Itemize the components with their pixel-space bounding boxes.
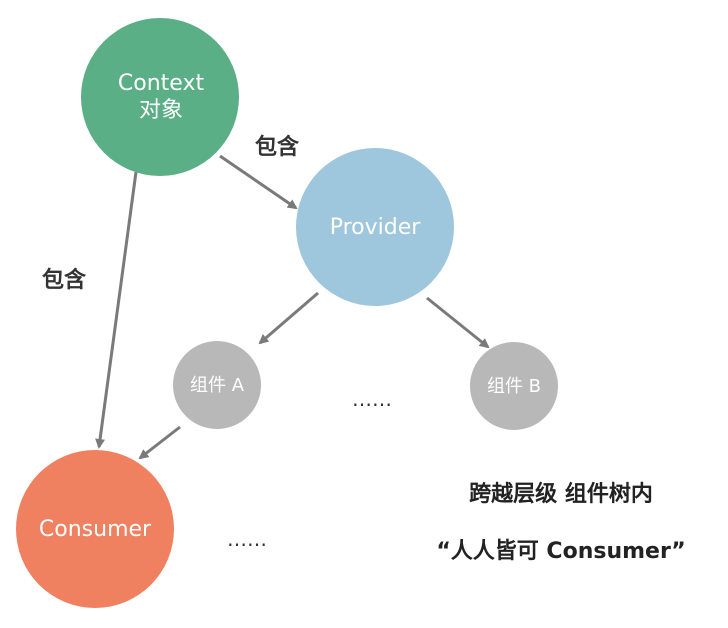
edge-context-to-provider — [219, 154, 298, 210]
edge-label-context-provider: 包含 — [255, 134, 300, 160]
ellipsis-between-components: …… — [352, 387, 392, 411]
edge-provider-to-component-b — [426, 296, 490, 349]
node-component-b-circle — [470, 342, 558, 430]
note-line-1: 跨越层级 组件树内 — [469, 481, 653, 507]
node-provider-label: Provider — [330, 215, 422, 240]
edge-component-a-to-consumer — [138, 425, 181, 460]
node-provider-circle — [296, 148, 454, 306]
node-context-label-line1: Context — [118, 71, 205, 96]
node-context-circle — [81, 18, 239, 176]
node-consumer-circle — [16, 450, 174, 608]
node-component-a: 组件 A — [173, 341, 261, 429]
edge-context-to-consumer — [95, 171, 138, 449]
node-component-b: 组件 B — [470, 342, 558, 430]
node-component-a-label: 组件 A — [190, 375, 245, 396]
ellipsis-near-consumer: …… — [227, 527, 267, 551]
edge-provider-to-component-a — [258, 291, 319, 345]
node-context-label-line2: 对象 — [139, 98, 183, 123]
node-consumer: Consumer — [16, 450, 174, 608]
node-context: Context 对象 — [81, 18, 239, 176]
node-provider: Provider — [296, 148, 454, 306]
node-component-a-circle — [173, 341, 261, 429]
edge-label-context-consumer: 包含 — [42, 267, 87, 293]
note-line-2: “人人皆可 Consumer” — [436, 539, 685, 564]
node-consumer-label: Consumer — [39, 517, 152, 542]
node-component-b-label: 组件 B — [487, 376, 541, 397]
